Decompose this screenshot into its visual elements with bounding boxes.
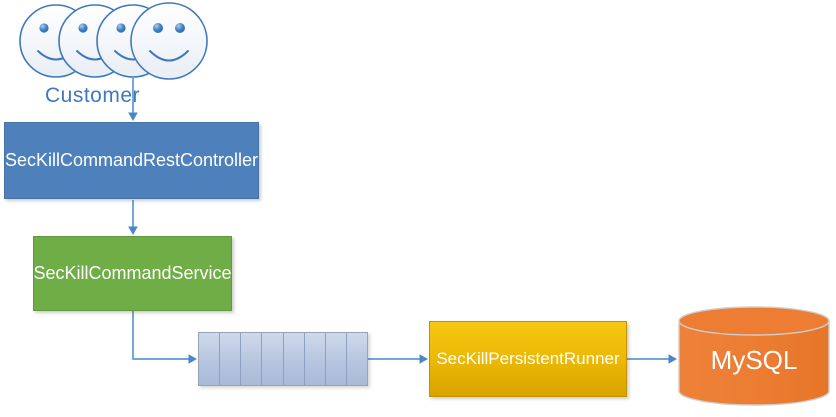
node-command-service-label: SecKillCommandService	[33, 263, 232, 283]
queue-node	[198, 332, 368, 386]
queue-segment	[241, 333, 263, 385]
arrowhead-icon	[188, 354, 197, 364]
arrow-service-to-queue	[132, 311, 189, 360]
customer-faces-icon	[19, 2, 208, 80]
arrowhead-icon	[128, 112, 138, 121]
node-database-label: MySQL	[710, 345, 798, 375]
smiley-face-icon	[130, 2, 208, 80]
database-cylinder-icon	[678, 306, 830, 406]
node-rest-controller: SecKillCommandRestController	[4, 122, 259, 199]
queue-segment	[262, 333, 284, 385]
customer-label: Customer	[45, 84, 141, 107]
queue-segment	[220, 333, 242, 385]
queue-segment	[325, 333, 347, 385]
node-persistent-runner: SecKillPersistentRunner	[429, 321, 627, 397]
arrowhead-icon	[128, 226, 138, 235]
queue-segment	[346, 333, 367, 385]
arrowhead-icon	[419, 354, 428, 364]
node-persistent-runner-label: SecKillPersistentRunner	[436, 349, 620, 368]
node-command-service: SecKillCommandService	[33, 236, 232, 311]
node-rest-controller-label: SecKillCommandRestController	[4, 150, 259, 170]
queue-segment	[283, 333, 305, 385]
queue-segment	[199, 333, 221, 385]
queue-segment	[304, 333, 326, 385]
